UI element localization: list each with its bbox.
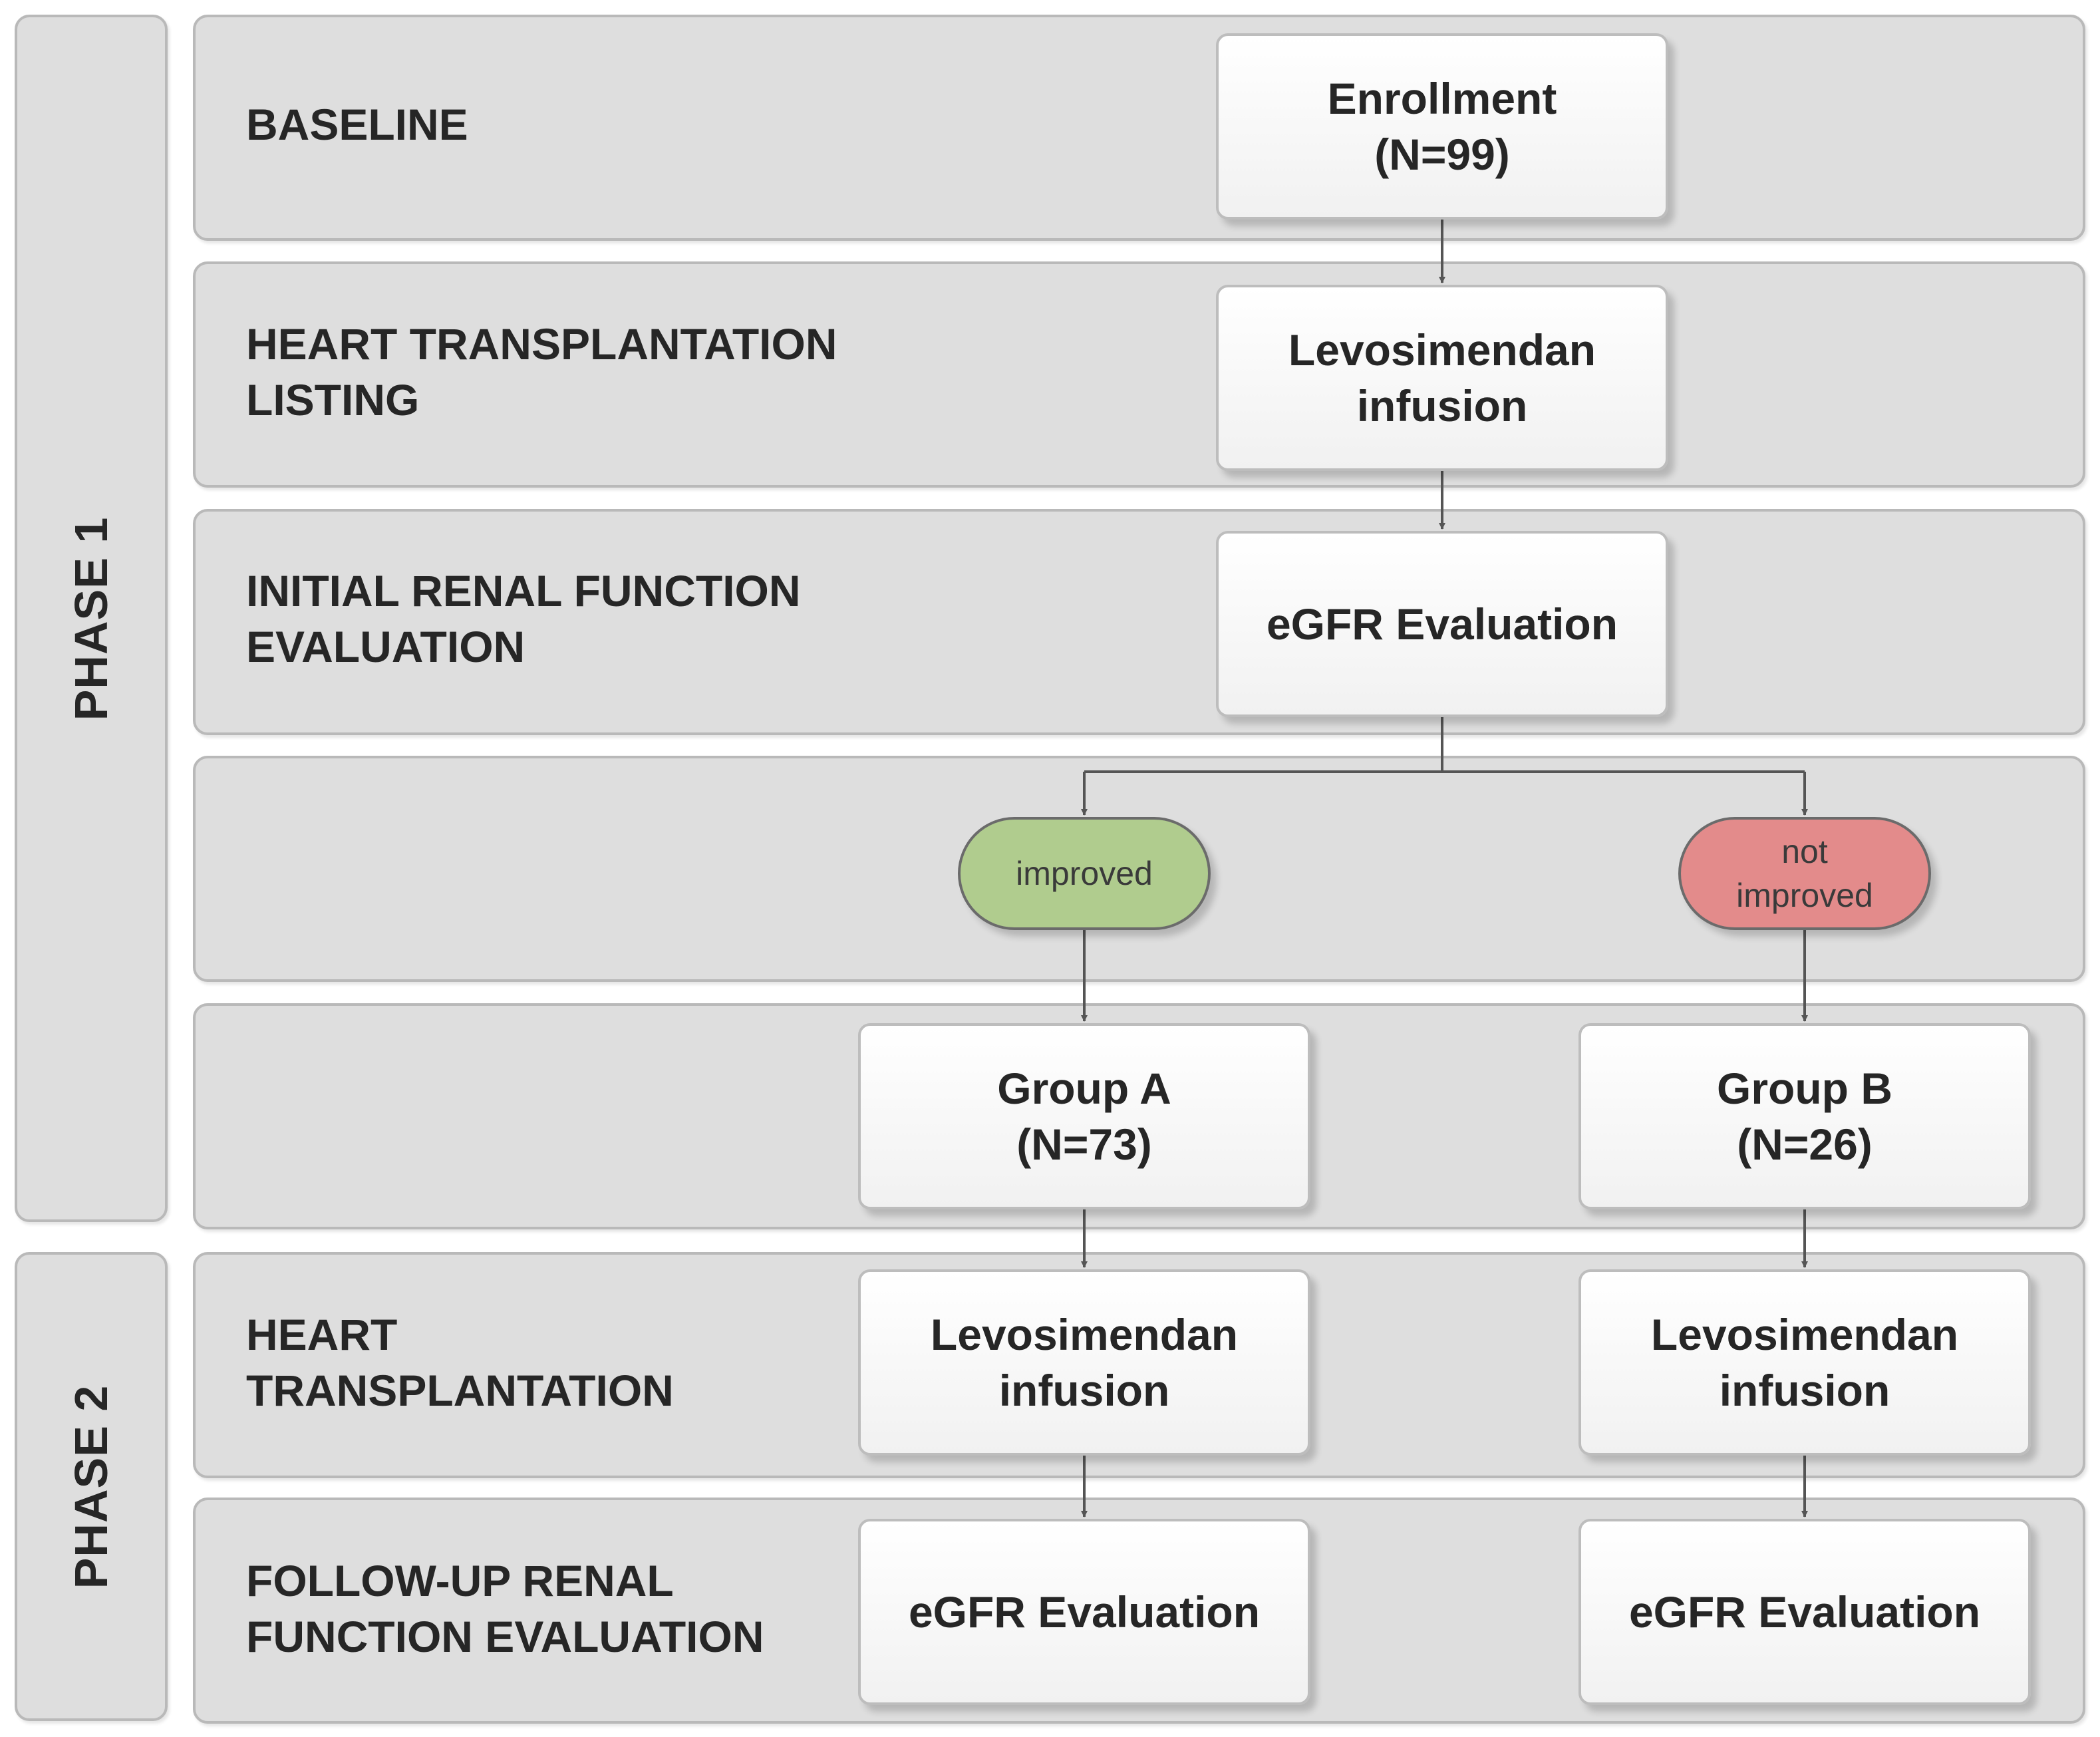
- egfr-evaluation-box: eGFR Evaluation: [1216, 531, 1668, 717]
- enrollment-box: Enrollment (N=99): [1216, 33, 1668, 220]
- not-improved-outcome-pill: not improved: [1678, 817, 1931, 930]
- row-label-line: TRANSPLANTATION: [246, 1366, 674, 1415]
- group-b-levosimendan-infusion-box: Levosimendan infusion: [1578, 1269, 2031, 1456]
- row-label-line: INITIAL RENAL FUNCTION: [246, 566, 801, 615]
- phase-2-panel: PHASE 2: [15, 1252, 168, 1721]
- box-text-line: eGFR Evaluation: [1628, 1587, 1981, 1637]
- improved-outcome-pill: improved: [958, 817, 1211, 930]
- box-text-line: Levosimendan: [930, 1310, 1239, 1359]
- row-band-initial-evaluation: [193, 509, 2085, 735]
- group-b-box: Group B (N=26): [1578, 1023, 2031, 1209]
- group-a-egfr-evaluation-box: eGFR Evaluation: [858, 1519, 1310, 1705]
- pill-text-line: not: [1781, 833, 1828, 870]
- box-text-line: (N=26): [1737, 1120, 1873, 1169]
- box-text-line: eGFR Evaluation: [1266, 599, 1618, 649]
- box-text-line: (N=99): [1374, 130, 1510, 179]
- row-label-line: HEART: [246, 1310, 398, 1359]
- group-a-box: Group A (N=73): [858, 1023, 1310, 1209]
- group-a-levosimendan-infusion-box: Levosimendan infusion: [858, 1269, 1310, 1456]
- phase-1-panel: PHASE 1: [15, 15, 168, 1222]
- row-label-baseline: BASELINE: [246, 96, 468, 152]
- box-text-line: eGFR Evaluation: [908, 1587, 1261, 1637]
- box-text-line: Enrollment: [1327, 74, 1557, 123]
- row-label-line: HEART TRANSPLANTATION: [246, 319, 837, 369]
- row-label-listing: HEART TRANSPLANTATION LISTING: [246, 316, 837, 428]
- row-label-line: EVALUATION: [246, 622, 525, 671]
- pill-text-line: improved: [1736, 877, 1873, 914]
- row-label-initial-evaluation: INITIAL RENAL FUNCTION EVALUATION: [246, 563, 801, 675]
- box-text-line: infusion: [998, 1366, 1170, 1415]
- box-text-line: Levosimendan: [1650, 1310, 1959, 1359]
- box-text-line: infusion: [1356, 381, 1528, 430]
- group-b-egfr-evaluation-box: eGFR Evaluation: [1578, 1519, 2031, 1705]
- row-label-line: FUNCTION EVALUATION: [246, 1612, 764, 1661]
- row-label-line: BASELINE: [246, 100, 468, 149]
- row-band-listing: [193, 261, 2085, 488]
- row-label-transplantation: HEART TRANSPLANTATION: [246, 1307, 674, 1418]
- levosimendan-infusion-box: Levosimendan infusion: [1216, 285, 1668, 471]
- row-label-line: LISTING: [246, 375, 420, 424]
- row-label-line: FOLLOW-UP RENAL: [246, 1556, 674, 1605]
- box-text-line: infusion: [1719, 1366, 1890, 1415]
- box-text-line: Group A: [997, 1064, 1171, 1113]
- box-text-line: Levosimendan: [1288, 325, 1596, 375]
- pill-text-line: improved: [1016, 855, 1153, 892]
- row-band-baseline: [193, 15, 2085, 241]
- row-label-follow-up: FOLLOW-UP RENAL FUNCTION EVALUATION: [246, 1553, 764, 1664]
- box-text-line: Group B: [1717, 1064, 1892, 1113]
- box-text-line: (N=73): [1016, 1120, 1152, 1169]
